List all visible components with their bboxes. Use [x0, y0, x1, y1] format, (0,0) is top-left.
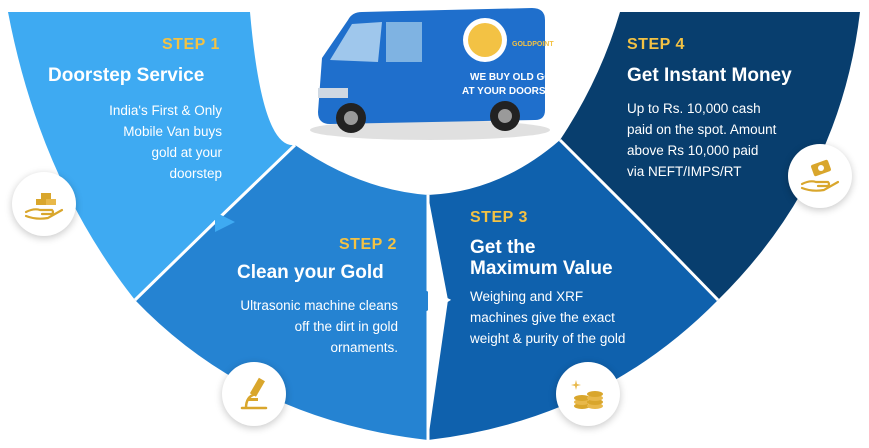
step4-label: STEP 4: [627, 36, 685, 53]
step3-label: STEP 3: [470, 209, 528, 226]
hand-with-money-icon: [788, 144, 852, 208]
van-brand: GOLDPOINT: [512, 41, 554, 48]
step1-title: Doorstep Service: [48, 65, 205, 86]
step2-label: STEP 2: [339, 236, 397, 253]
step2-title: Clean your Gold: [237, 262, 384, 283]
step1-description: India's First & Only Mobile Van buys gol…: [109, 103, 222, 181]
step3-title: Get the Maximum Value: [470, 237, 613, 279]
van-illustration: WE BUY OLD GOLD AT YOUR DOORSTEP GOLDPOI…: [310, 8, 565, 140]
step3-segment: [428, 140, 718, 440]
van-slogan-line2: AT YOUR DOORSTEP: [462, 86, 565, 97]
step1-label: STEP 1: [162, 36, 220, 53]
step4-segment: [560, 12, 860, 300]
hand-with-gold-bars-icon: [12, 172, 76, 236]
step3-description: Weighing and XRF machines give the exact…: [470, 289, 626, 346]
step4-title: Get Instant Money: [627, 65, 792, 86]
microscope-icon: [222, 362, 286, 426]
van-slogan-line1: WE BUY OLD GOLD: [470, 72, 565, 83]
step2-segment: [135, 145, 428, 440]
step1-segment: [8, 12, 295, 300]
step4-description: Up to Rs. 10,000 cash paid on the spot. …: [627, 101, 777, 179]
step2-description: Ultrasonic machine cleans off the dirt i…: [240, 298, 398, 355]
gold-coins-icon: [556, 362, 620, 426]
